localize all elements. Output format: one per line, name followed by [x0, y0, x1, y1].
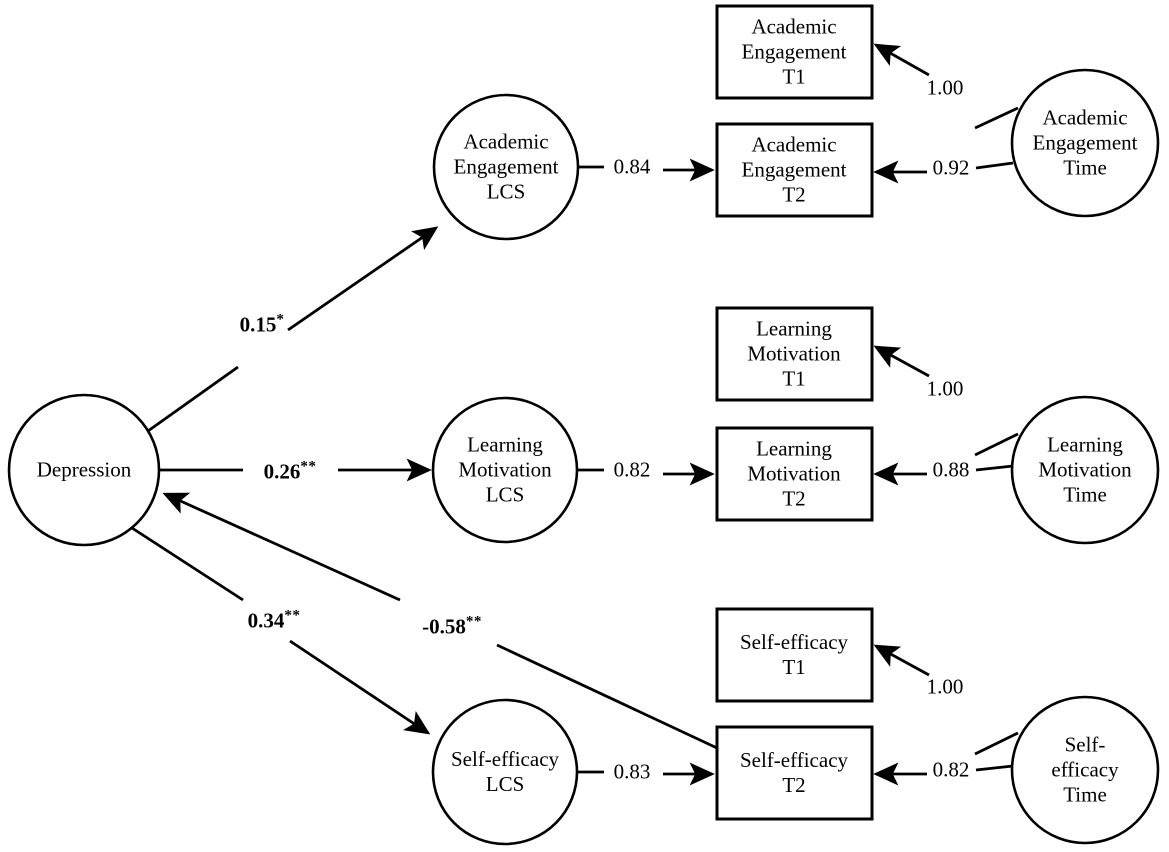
coefficient-value: 0.82 — [613, 457, 651, 482]
node-learning-motivation-t2 — [715, 426, 874, 522]
path-label-depression-to-self-efficacy-lcs: 0.34** — [247, 607, 301, 633]
path-label-academic-engagement-time-to-t1: 1.00 — [926, 75, 964, 100]
path-depression-to-academic-engagement-lcs-segment-b — [287, 226, 439, 332]
path-self-efficacy-time-to-t2-stub — [975, 764, 1014, 772]
path-label-depression-to-academic-engagement-lcs: 0.15* — [239, 311, 285, 337]
coefficient-value: 0.34 — [247, 608, 285, 633]
node-self-efficacy-time — [1010, 695, 1160, 845]
path-label-self-efficacy-time-to-t1: 1.00 — [926, 674, 964, 699]
node-academic-engagement-t2 — [715, 122, 874, 218]
path-label-self-efficacy-lcs-to-t2: 0.83 — [613, 759, 651, 784]
node-academic-engagement-lcs — [432, 93, 580, 241]
node-learning-motivation-lcs — [431, 396, 579, 544]
node-academic-engagement-time — [1010, 68, 1160, 218]
coefficient-value: 1.00 — [926, 674, 964, 699]
coefficient-value: 0.88 — [932, 457, 970, 482]
coefficient-value: 1.00 — [926, 376, 964, 401]
coefficient-value: 0.83 — [613, 759, 651, 784]
coefficient-value: 0.82 — [932, 757, 970, 782]
node-depression — [7, 393, 161, 547]
path-self-efficacy-t2-to-depression-segment-b — [162, 492, 401, 602]
path-learning-motivation-time-to-t2-stub — [975, 464, 1014, 472]
coefficient-value: 0.15 — [239, 312, 277, 337]
path-self-efficacy-time-to-t1-stub — [974, 731, 1019, 756]
path-label-learning-motivation-time-to-t2: 0.88 — [932, 457, 970, 482]
node-learning-motivation-time — [1010, 395, 1160, 545]
path-academic-engagement-time-to-t1-arrow — [873, 43, 930, 77]
path-label-academic-engagement-time-to-t2: 0.92 — [932, 155, 970, 180]
coefficient-value: 0.84 — [613, 154, 651, 179]
path-self-efficacy-t2-to-depression-segment-a — [496, 643, 718, 750]
coefficient-value: 0.26 — [263, 459, 301, 484]
path-label-self-efficacy-t2-to-depression: -0.58** — [422, 613, 482, 639]
path-depression-to-academic-engagement-lcs-segment-a — [147, 365, 239, 433]
path-label-depression-to-learning-motivation-lcs: 0.26** — [263, 458, 317, 484]
node-learning-motivation-t1 — [715, 306, 874, 402]
node-self-efficacy-t1 — [715, 607, 874, 703]
significance-stars: ** — [300, 458, 317, 475]
path-depression-to-self-efficacy-lcs-segment-a — [131, 526, 244, 602]
significance-stars: * — [276, 311, 285, 328]
node-self-efficacy-t2 — [715, 725, 874, 821]
path-learning-motivation-time-to-t1-stub — [974, 432, 1019, 457]
path-academic-engagement-time-to-t1-stub — [974, 106, 1019, 130]
path-label-learning-motivation-lcs-to-t2: 0.82 — [613, 457, 651, 482]
path-depression-to-self-efficacy-lcs-segment-b — [289, 639, 431, 735]
node-self-efficacy-lcs — [431, 698, 579, 846]
path-academic-engagement-time-to-t2-stub — [975, 161, 1014, 170]
significance-stars: ** — [284, 607, 301, 624]
path-label-academic-engagement-lcs-to-t2: 0.84 — [613, 154, 651, 179]
path-learning-motivation-time-to-t1-arrow — [873, 345, 930, 378]
significance-stars: ** — [465, 613, 482, 630]
coefficient-value: 1.00 — [926, 75, 964, 100]
node-academic-engagement-t1 — [715, 4, 874, 100]
path-label-self-efficacy-time-to-t2: 0.82 — [932, 757, 970, 782]
coefficient-value: 0.92 — [932, 155, 970, 180]
coefficient-value: -0.58 — [422, 614, 466, 639]
path-self-efficacy-time-to-t1-arrow — [873, 644, 930, 677]
path-label-learning-motivation-time-to-t1: 1.00 — [926, 376, 964, 401]
